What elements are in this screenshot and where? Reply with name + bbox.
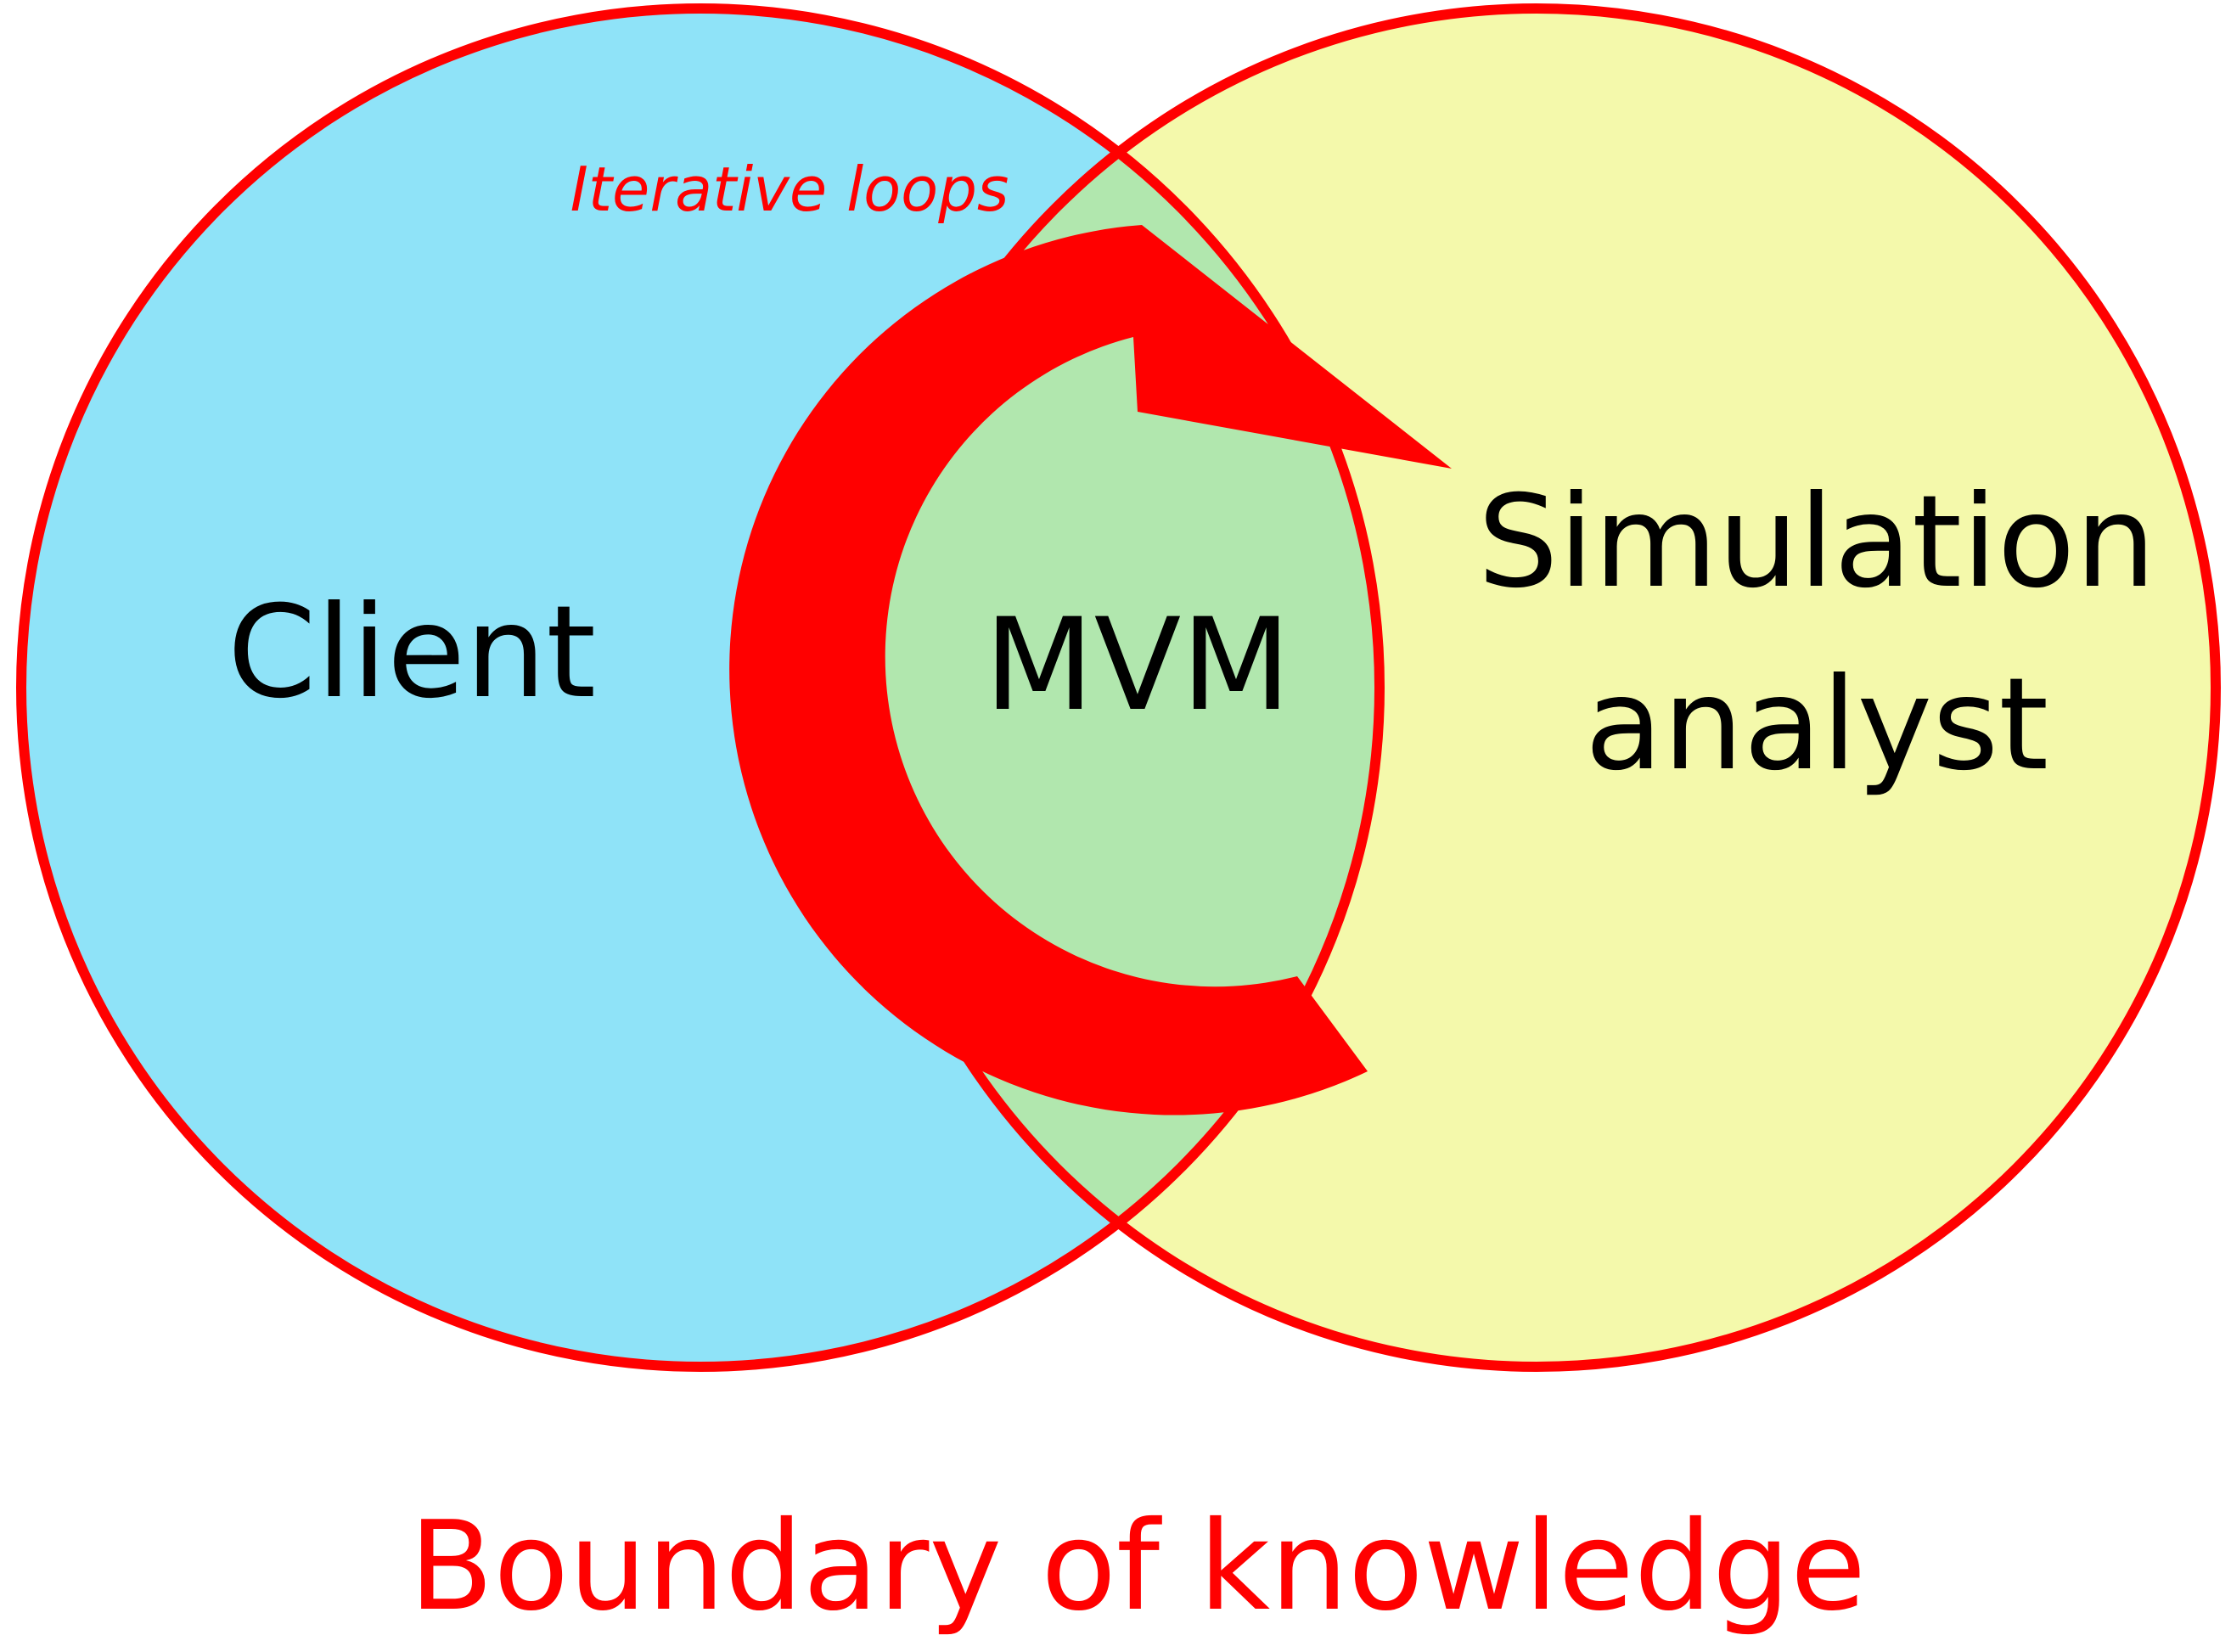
iterative-loops-label: Iterative loops	[570, 154, 1009, 225]
simulation-analyst-label-line1: Simulation	[1478, 469, 2156, 616]
mvm-label: MVM	[984, 592, 1290, 739]
simulation-analyst-label-line2: analyst	[1585, 651, 2048, 799]
client-boundary	[16, 3, 1385, 1372]
client-label: Client	[228, 579, 596, 727]
boundary-of-knowledge-label: Boundary of knowledge	[409, 1495, 1866, 1638]
iterative-loop-arrow	[729, 225, 1452, 1115]
